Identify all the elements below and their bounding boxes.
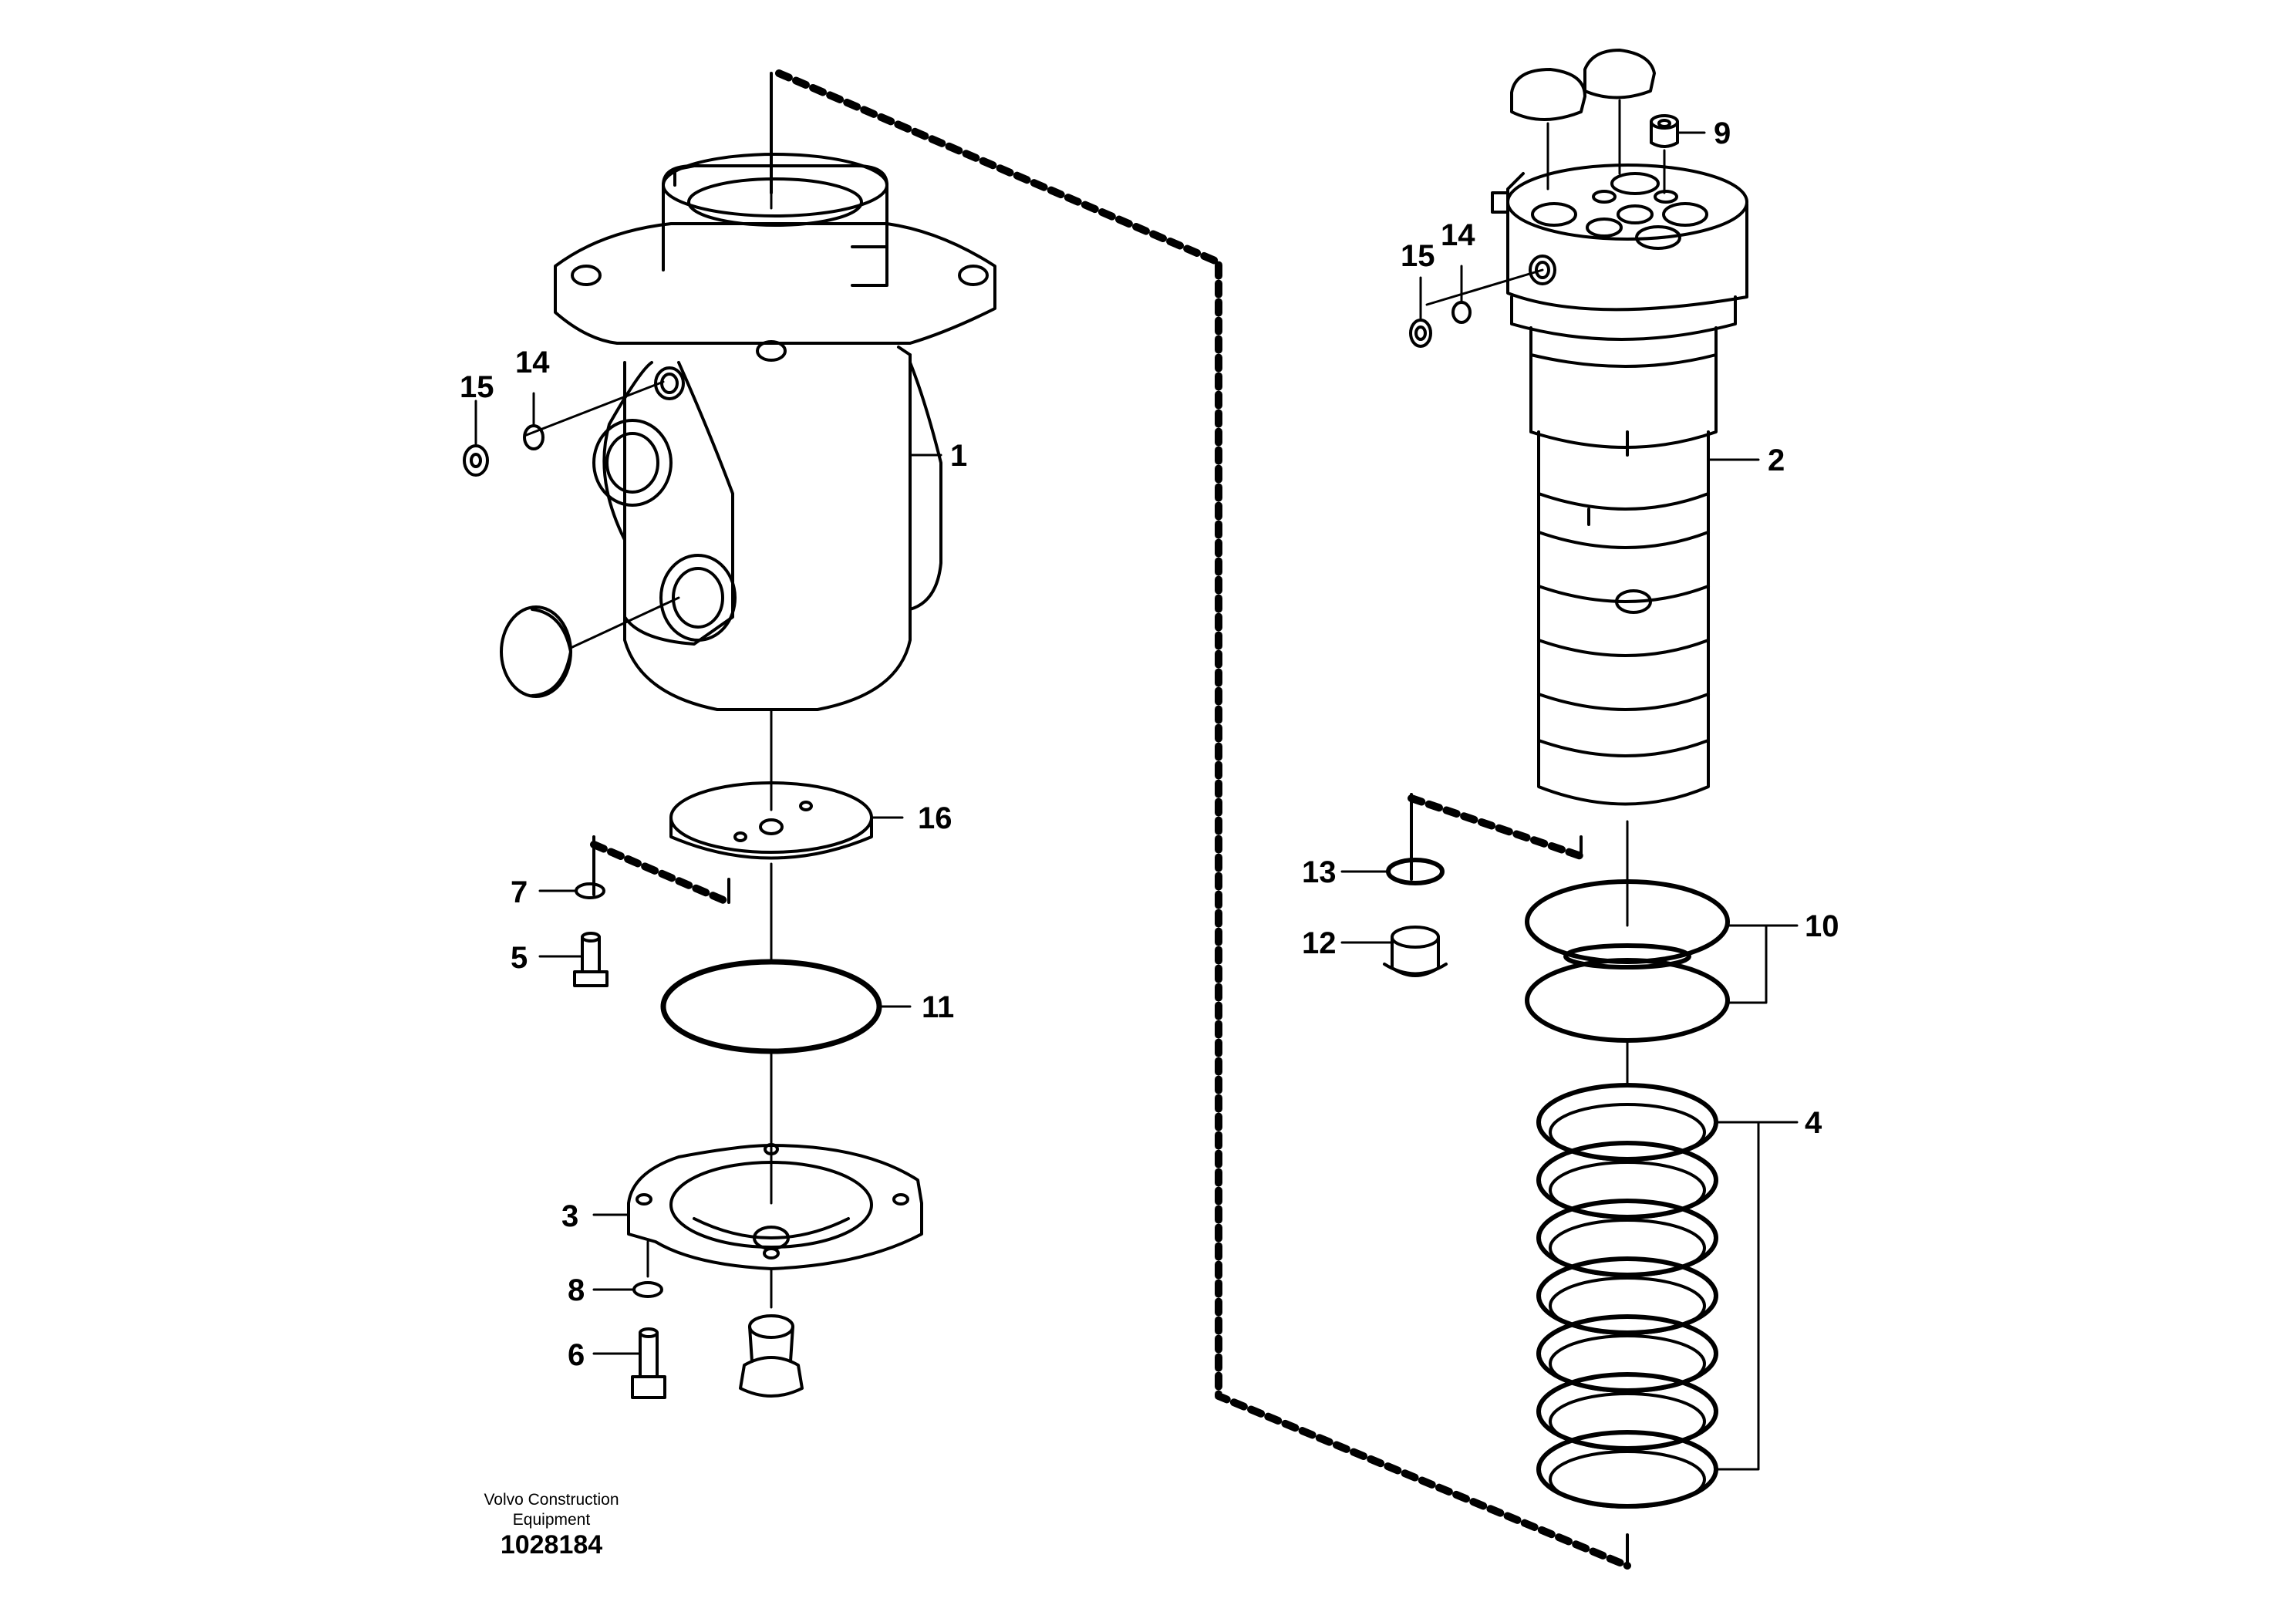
callout-12: 12: [1302, 926, 1337, 960]
plug-part-12: [1383, 926, 1448, 977]
callout-2: 2: [1768, 443, 1785, 477]
ring-4-6: [1536, 1372, 1718, 1451]
leader-lines-part-2: [1425, 268, 1760, 927]
callout-14-left: 14: [515, 346, 550, 379]
leader-lines-part-10: [1626, 924, 1799, 1085]
plug-bottom-left: [739, 1314, 804, 1398]
callout-6: 6: [568, 1338, 585, 1372]
callout-11: 11: [922, 990, 954, 1024]
dashed-line-bolt-right: [1408, 794, 1585, 860]
housing-part-1: [500, 153, 996, 711]
ring-4-5: [1536, 1314, 1718, 1393]
company-name-line-2: Equipment: [512, 1511, 591, 1529]
callout-4: 4: [1805, 1106, 1822, 1140]
leaders-14-15-left: [474, 392, 535, 447]
ring-4-2: [1536, 1141, 1718, 1219]
o-ring-part-11: [660, 959, 882, 1054]
callout-9: 9: [1714, 116, 1731, 150]
document-number: 1028184: [500, 1530, 603, 1560]
o-ring-part-13: [1386, 858, 1445, 885]
screw-part-9: [1650, 114, 1679, 148]
company-name: Volvo Construction Equipment: [432, 1490, 671, 1530]
callout-16: 16: [918, 801, 952, 835]
ring-4-4: [1536, 1256, 1718, 1335]
leaders-6-8: [592, 1288, 642, 1355]
leader-lines-part-16: [770, 816, 904, 962]
callout-13: 13: [1302, 855, 1337, 889]
leaders-caps: [1546, 99, 1621, 191]
ring-4-1: [1536, 1083, 1718, 1162]
dashed-assembly-lines: [590, 69, 1631, 1570]
rotor-part-2: [1491, 164, 1748, 806]
leaders-12-13: [1340, 870, 1394, 944]
company-name-line-1: Volvo Construction: [484, 1491, 619, 1509]
ring-4-7: [1536, 1430, 1718, 1509]
leaders-9: [1663, 131, 1706, 194]
callout-15-right: 15: [1401, 239, 1435, 273]
callout-3: 3: [561, 1199, 578, 1233]
cover-part-3: [627, 1143, 923, 1270]
callout-5: 5: [511, 941, 528, 975]
callout-10: 10: [1805, 909, 1839, 943]
bolt-part-6: [631, 1281, 666, 1399]
leaders-14-15-right: [1419, 265, 1463, 322]
leader-lines-part-1: [523, 72, 942, 811]
callout-labels: 1 15 14 16 7 5 11 3 8 6 9 15 14 2 13 12 …: [460, 116, 1839, 1372]
rings-part-4: [1536, 1083, 1718, 1509]
ring-4-3: [1536, 1199, 1718, 1277]
leaders-5-7: [538, 889, 584, 958]
caps-top-right: [1510, 49, 1656, 121]
dashed-line-bolt-left: [590, 841, 733, 906]
dashed-line-main: [775, 69, 1631, 1570]
leader-lines-part-11: [770, 1005, 912, 1205]
callout-14-right: 14: [1441, 218, 1475, 252]
leader-lines-part-3: [592, 1213, 773, 1309]
callout-8: 8: [568, 1273, 585, 1307]
callout-15-left: 15: [460, 370, 494, 404]
callout-1: 1: [950, 439, 967, 473]
leader-lines-part-4: [1714, 1121, 1799, 1471]
callout-7: 7: [511, 875, 528, 909]
bolt-part-5: [573, 882, 609, 987]
